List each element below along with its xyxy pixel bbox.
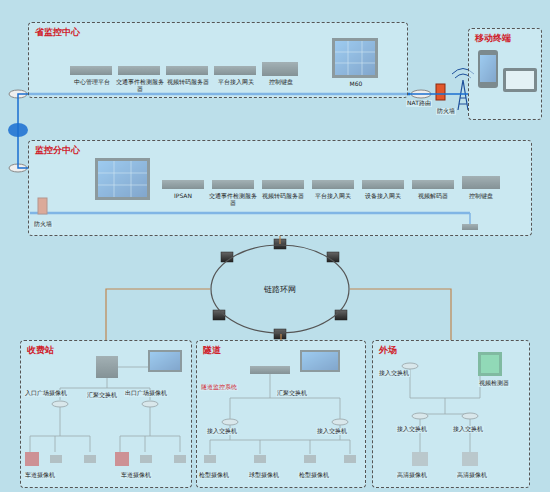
device-caption: 球型摄像机 <box>248 472 280 479</box>
zone-box: 外场 <box>372 340 530 488</box>
device-label: 视频转码服务器 <box>259 193 307 200</box>
device-caption: 接入交换机 <box>396 426 428 433</box>
network-link <box>279 236 280 244</box>
device-caption: NAT路由 <box>406 100 432 107</box>
device-caption: 防火墙 <box>436 108 456 115</box>
ring-network: 链路环网 <box>210 244 350 334</box>
device-caption: 视频检测器 <box>478 380 510 387</box>
zone-heading: 隧道 <box>203 344 221 357</box>
zone-box: 隧道 <box>196 340 366 488</box>
device-caption: 接入交换机 <box>316 428 348 435</box>
device-caption: 车道摄像机 <box>120 472 152 479</box>
node-text: 控制键盘 <box>257 79 305 86</box>
node-text: 控制键盘 <box>457 193 505 200</box>
device-label: 平台接入网关 <box>211 79 261 86</box>
device-label: 控制键盘 <box>457 193 505 200</box>
network-link <box>408 93 468 95</box>
device-label: 视频转码服务器 <box>163 79 213 86</box>
device-caption: 防火墙 <box>33 221 53 228</box>
device-label: 平台接入网关 <box>309 193 357 200</box>
device-label: 控制键盘 <box>257 79 305 86</box>
zone-heading: 移动终端 <box>475 32 511 45</box>
device-caption: 枪型摄像机 <box>298 472 330 479</box>
zone-box: 监控分中心 IPSAN交通事件检测服务器视频转码服务器平台接入网关设备接入网关视频… <box>28 140 532 236</box>
device-caption: 接入交换机 <box>378 370 410 377</box>
device-caption: 枪型摄像机 <box>198 472 230 479</box>
device-caption: 出口广场摄像机 <box>124 390 168 397</box>
device-caption: 汇聚交换机 <box>86 392 118 399</box>
device-caption: 接入交换机 <box>452 426 484 433</box>
device-caption: 接入交换机 <box>206 428 238 435</box>
device-label: M60 <box>331 81 381 88</box>
zone-heading: 监控分中心 <box>35 144 80 157</box>
device-label: 设备接入网关 <box>359 193 407 200</box>
device-caption: 入口广场摄像机 <box>24 390 68 397</box>
zone-box: 省监控中心中心管理平台交通事件检测服务器视频转码服务器平台接入网关控制键盘 M60 <box>28 22 408 98</box>
zone-box: 移动终端 <box>468 28 542 120</box>
node-text: 平台接入网关 <box>309 193 357 200</box>
device-label: 中心管理平台 <box>67 79 117 86</box>
node-text: 中心管理平台 <box>67 79 117 86</box>
network-link <box>106 289 210 340</box>
node-text: 视频转码服务器 <box>259 193 307 200</box>
device-caption: 车道摄像机 <box>24 472 56 479</box>
device-caption: 隧道监控系统 <box>200 384 238 391</box>
node-text: 交通事件检测服务器 <box>115 79 165 92</box>
node-text: M60 <box>331 81 381 88</box>
node-text: 视频转码服务器 <box>163 79 213 86</box>
zone-heading: 收费站 <box>27 344 54 357</box>
device-label: 交通事件检测服务器 <box>115 79 165 92</box>
device-label: IPSAN <box>159 193 207 200</box>
device-caption: 高清摄像机 <box>456 472 488 479</box>
zone-box: 收费站 <box>20 340 192 488</box>
network-link <box>18 94 28 168</box>
device-caption: 汇聚交换机 <box>276 390 308 397</box>
zone-heading: 外场 <box>379 344 397 357</box>
node-text: 链路环网 <box>210 284 350 295</box>
device-label: 视频解码器 <box>409 193 457 200</box>
node-text: 设备接入网关 <box>359 193 407 200</box>
device-caption: 高清摄像机 <box>396 472 428 479</box>
zone-heading: 省监控中心 <box>35 26 80 39</box>
device-label: 交通事件检测服务器 <box>209 193 257 206</box>
network-link <box>350 289 451 340</box>
node-text: 交通事件检测服务器 <box>209 193 257 206</box>
node-text: IPSAN <box>159 193 207 200</box>
node-text: 平台接入网关 <box>211 79 261 86</box>
node-text: 视频解码器 <box>409 193 457 200</box>
